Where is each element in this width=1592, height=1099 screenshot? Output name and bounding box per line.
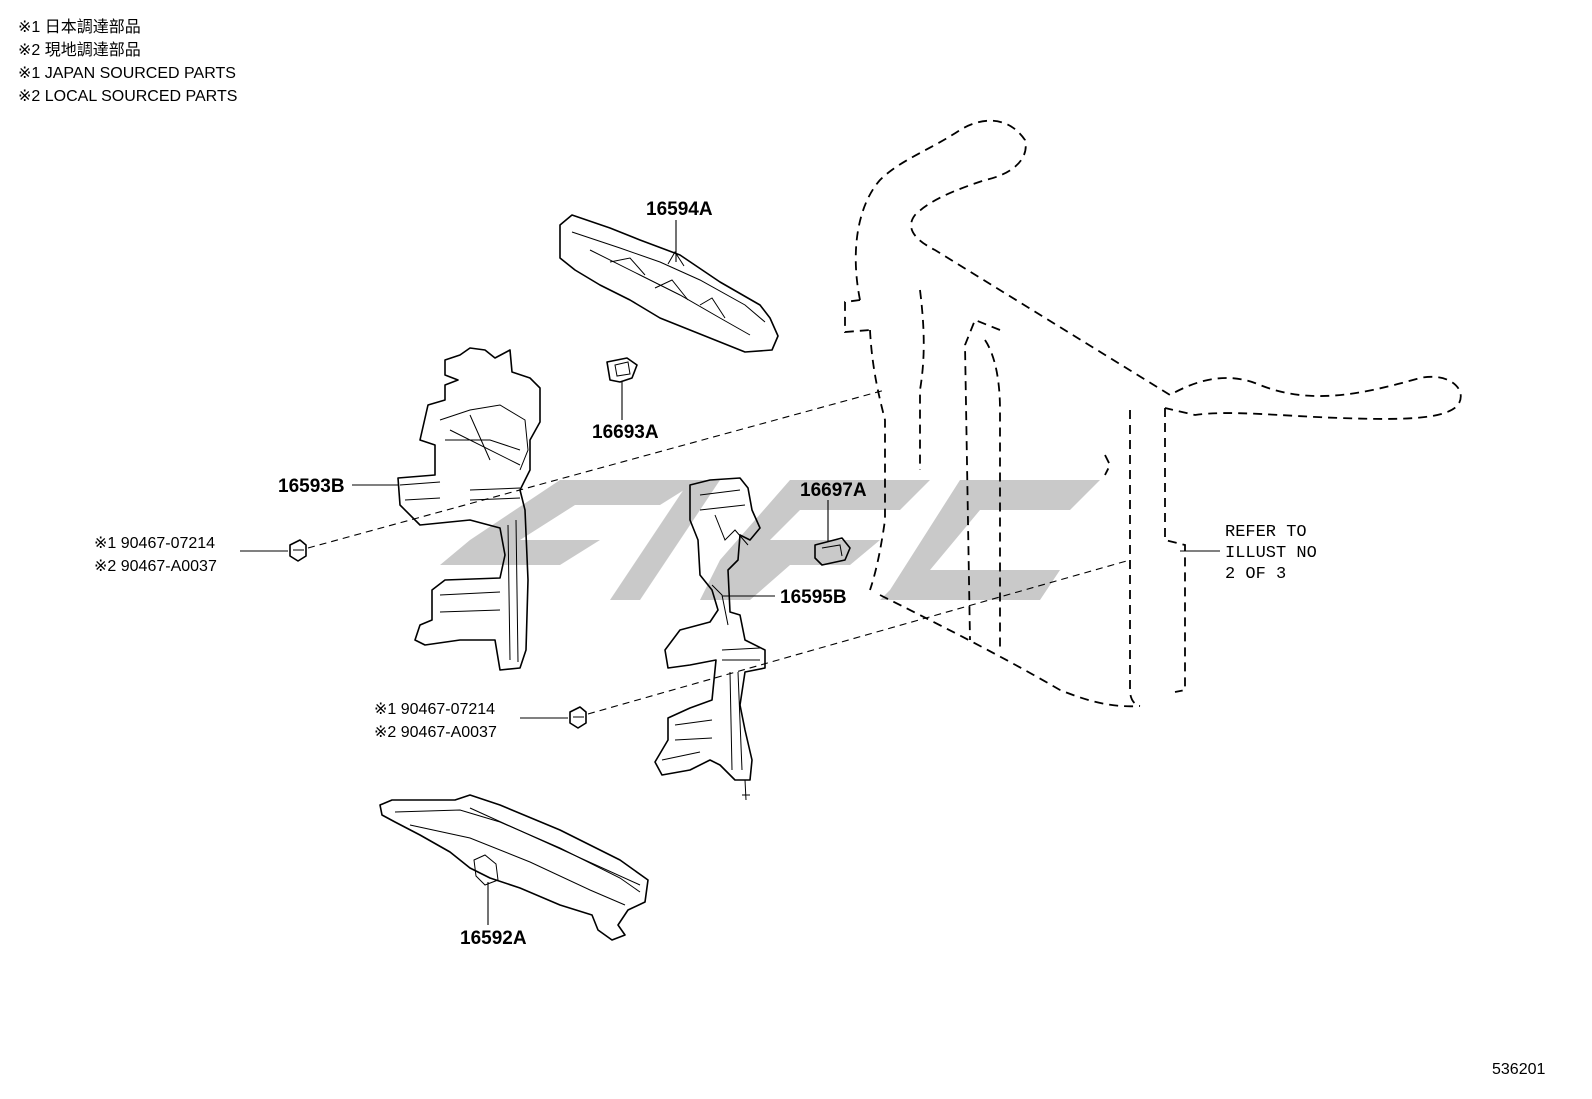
part-16592A-lower-seal <box>379 794 649 941</box>
note-line: ※2 現地調達部品 <box>18 42 141 59</box>
fastener-upper-icon <box>289 539 307 562</box>
fastener-lower-line2: ※2 90467-A0037 <box>374 724 497 741</box>
label-16594A: 16594A <box>646 199 713 220</box>
part-16594A-upper-seal <box>559 214 779 353</box>
note-line: ※2 LOCAL SOURCED PARTS <box>18 88 238 105</box>
fastener-lower-line1: ※1 90467-07214 <box>374 701 495 718</box>
watermark-logo <box>440 480 1100 600</box>
leader-lines <box>240 220 1220 925</box>
part-16697A-clip <box>814 537 851 566</box>
label-16593B: 16593B <box>278 476 345 497</box>
label-16693A: 16693A <box>592 422 659 443</box>
fastener-upper-line1: ※1 90467-07214 <box>94 535 215 552</box>
radiator-support-phantom <box>844 119 1462 708</box>
note-line: ※1 JAPAN SOURCED PARTS <box>18 65 236 82</box>
fastener-upper-line2: ※2 90467-A0037 <box>94 558 217 575</box>
source-notes: ※1 日本調達部品 ※2 現地調達部品 ※1 JAPAN SOURCED PAR… <box>18 16 237 108</box>
label-16595B: 16595B <box>780 587 847 608</box>
part-16593B-left-seal <box>397 347 541 671</box>
label-16592A: 16592A <box>460 928 527 949</box>
refer-line1: REFER TO <box>1225 523 1307 542</box>
label-16697A: 16697A <box>800 480 867 501</box>
refer-line3: 2 OF 3 <box>1225 565 1286 584</box>
note-line: ※1 日本調達部品 <box>18 19 141 36</box>
part-16595B-right-seal <box>654 477 766 801</box>
illustration-number: 536201 <box>1492 1061 1545 1078</box>
fastener-lower-icon <box>569 706 587 729</box>
part-16693A-clip <box>606 357 638 383</box>
refer-line2: ILLUST NO <box>1225 544 1317 563</box>
